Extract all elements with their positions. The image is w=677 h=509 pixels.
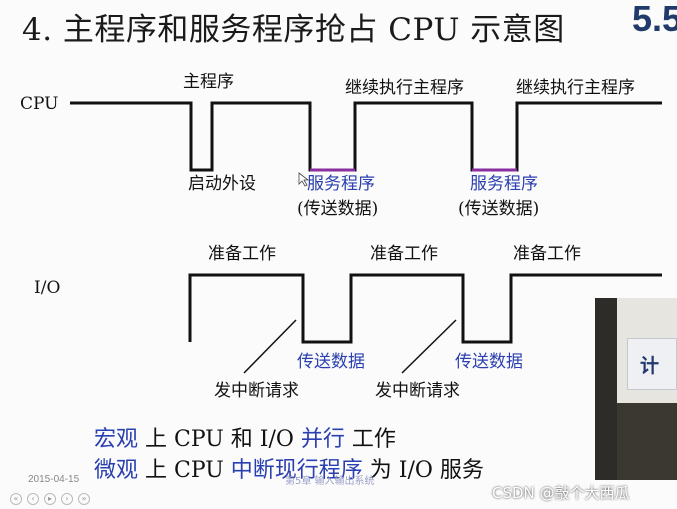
io-transfer-label-1: 传送数据 [297,352,365,372]
summary-macro-term: 宏观 [94,427,139,452]
summary-parallel-term: 并行 [300,427,345,452]
io-axis-label: I/O [34,278,61,298]
start-peripheral-label: 启动外设 [188,174,256,194]
continue-main-label-1: 继续执行主程序 [345,78,464,98]
summary-macro-text: 上 CPU 和 I/O [138,427,301,452]
cpu-waveform [70,101,662,172]
slide-title: 4. 主程序和服务程序抢占 CPU 示意图 [22,12,565,48]
footer-chapter: 第5章 输入输出系统 [285,476,375,487]
summary-micro-text: 上 CPU [138,458,231,483]
cursor-icon [298,172,310,187]
play-icon[interactable]: ▸ [44,493,56,505]
service-program-label-2: 服务程序 [470,174,538,194]
transfer-data-note-1: (传送数据) [297,199,379,219]
summary-micro-line: 微观 上 CPU 中断现行程序 为 I/O 服务 [94,460,484,482]
transfer-data-note-2: (传送数据) [458,199,540,219]
summary-macro-line: 宏观 上 CPU 和 I/O 并行 工作 [94,429,396,451]
summary-interrupt-term: 中断现行程序 [230,458,363,483]
summary-micro-end: 为 I/O 服务 [362,458,484,483]
main-program-label: 主程序 [183,72,234,92]
csdn-watermark: CSDN @敲个大西瓜 [492,484,630,502]
slide-number: 5.5 [632,0,677,39]
video-sign: 计 [627,338,677,390]
interrupt-request-label-2: 发中断请求 [375,381,460,401]
interrupt-request-label-1: 发中断请求 [214,381,299,401]
summary-macro-end: 工作 [344,427,396,452]
interrupt-line-2 [401,319,457,374]
slide-nav-controls: « ‹ ▸ › » [10,486,95,505]
summary-micro-term: 微观 [94,458,139,483]
next-slide-icon[interactable]: › [61,493,73,505]
prepare-label-1: 准备工作 [208,244,276,264]
video-person [595,298,617,480]
last-slide-icon[interactable]: » [78,493,90,505]
continue-main-label-2: 继续执行主程序 [516,78,635,98]
cpu-axis-label: CPU [20,94,59,114]
first-slide-icon[interactable]: « [10,493,22,505]
prepare-label-3: 准备工作 [513,244,581,264]
footer-date: 2015-04-15 [28,474,80,485]
lecture-video-overlay: 计 [595,298,677,480]
prepare-label-2: 准备工作 [370,244,438,264]
io-transfer-label-2: 传送数据 [455,352,523,372]
interrupt-line-1 [243,319,297,374]
prev-slide-icon[interactable]: ‹ [27,493,39,505]
service-program-label-1: 服务程序 [307,174,375,194]
io-waveform [188,273,662,344]
